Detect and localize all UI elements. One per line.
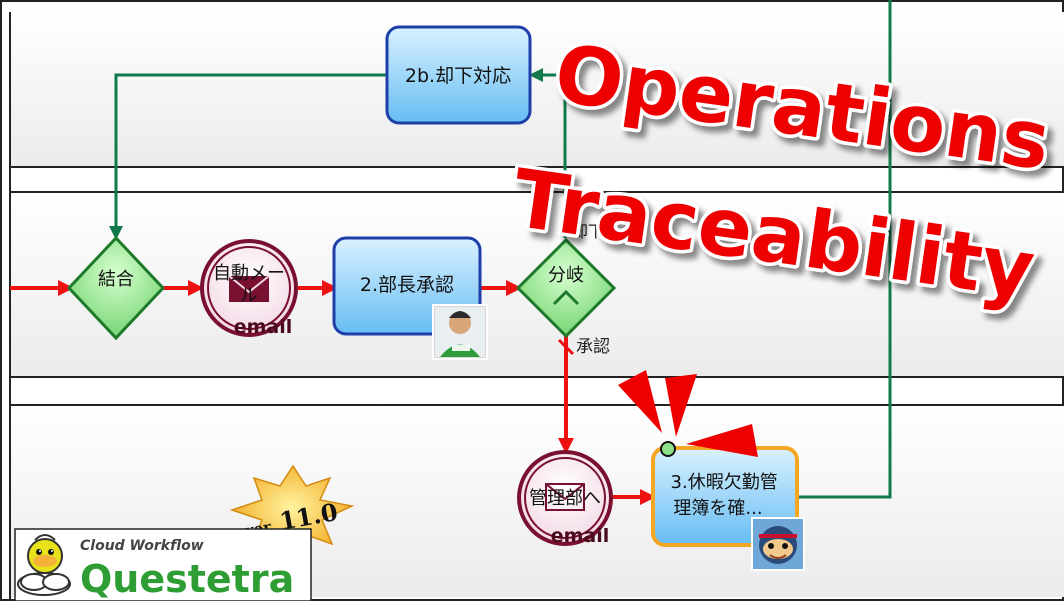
gateway-join[interactable]: 結合: [66, 235, 166, 341]
flow-reject: [529, 68, 567, 238]
task-reject[interactable]: 2b.却下対応: [385, 25, 532, 125]
task-attendance-label: 3.休暇欠勤管 理簿を確...: [671, 472, 784, 519]
auto-mail-line2: ル: [240, 285, 258, 306]
gateway-branch-label: 分岐: [548, 265, 584, 286]
ninja-avatar: [751, 517, 805, 571]
gateway-branch[interactable]: 分岐: [515, 237, 617, 339]
approve-flows: [10, 280, 656, 505]
attention-arrows: [618, 370, 758, 457]
flow-label-approved: 承認: [576, 337, 610, 357]
flow-attendance-out: [797, 0, 892, 499]
arrow-marker: [665, 374, 697, 437]
task-reject-label: 2b.却下対応: [405, 65, 511, 87]
boundary-event-dot[interactable]: [660, 441, 676, 457]
flow-label-rejected: 却下: [572, 222, 604, 241]
event-admin-mail[interactable]: 管理部へ email: [517, 450, 613, 547]
branch-chevron-icon: [552, 289, 580, 306]
flow-back-to-join: [109, 73, 387, 240]
auto-mail-line1: 自動メー: [213, 263, 285, 284]
questetra-logo: Cloud Workflow Questetra: [14, 528, 312, 601]
avatar-photo: [432, 304, 488, 360]
event-auto-mail[interactable]: 自動メー ル email: [200, 239, 298, 338]
default-flow-slash: [557, 338, 575, 356]
reject-flows: [109, 0, 892, 499]
lane-top: [10, 12, 1064, 167]
logo-tagline: Cloud Workflow: [80, 538, 204, 554]
envelope-icon: [545, 483, 585, 511]
arrow-marker: [618, 370, 662, 433]
gateway-join-label: 結合: [98, 269, 134, 290]
admin-mail-type: email: [551, 525, 610, 547]
task-manager-label: 2.部長承認: [360, 274, 454, 296]
auto-mail-type: email: [234, 316, 293, 338]
logo-name: Questetra: [80, 557, 294, 601]
envelope-icon: [228, 275, 270, 302]
arrow-marker: [686, 424, 758, 457]
mascot-icon: [17, 534, 71, 596]
admin-mail-label: 管理部へ: [529, 488, 601, 509]
